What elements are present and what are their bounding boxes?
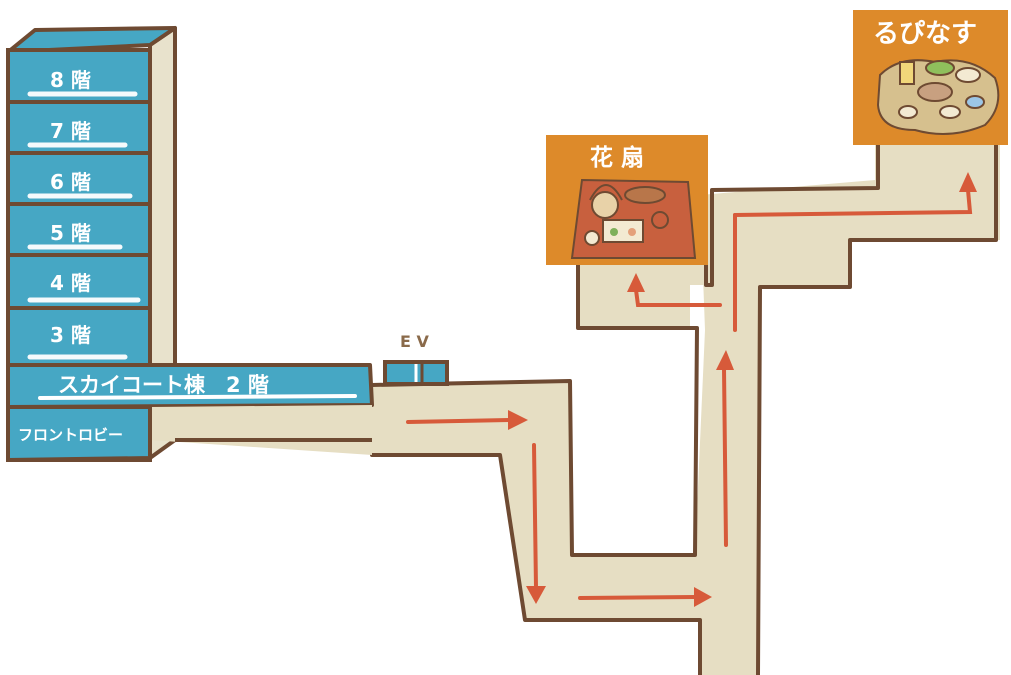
skycourt-label: スカイコート棟 2 階 [58,373,269,397]
kasen-title: 花 扇 [590,144,644,171]
route-arrows [153,68,977,607]
rupinasu-title: るぴなす [873,19,977,49]
lobby-label: フロントロビー [18,426,123,444]
floor-label: 5 階 [50,221,91,245]
floor-label: 8 階 [50,68,91,92]
corridor-path [370,143,1000,675]
buffet-table-icon [876,59,1000,135]
skycourt-bar [6,363,374,455]
floor-labels: 8 階 7 階 6 階 5 階 4 階 3 階 スカイコート棟 2 階 フロント… [18,68,269,444]
destination-kasen[interactable]: 花 扇 [546,135,708,265]
floor-label: 7 階 [50,119,91,143]
lobby-block [6,405,152,462]
elevator-label: E V [400,332,430,351]
floor-label: 4 階 [50,271,91,295]
japanese-meal-tray-icon [570,178,697,259]
elevator: E V [383,332,449,386]
floor-label: 3 階 [50,323,91,347]
destination-rupinasu[interactable]: るぴなす [853,10,1008,145]
floor-label: 6 階 [50,170,91,194]
